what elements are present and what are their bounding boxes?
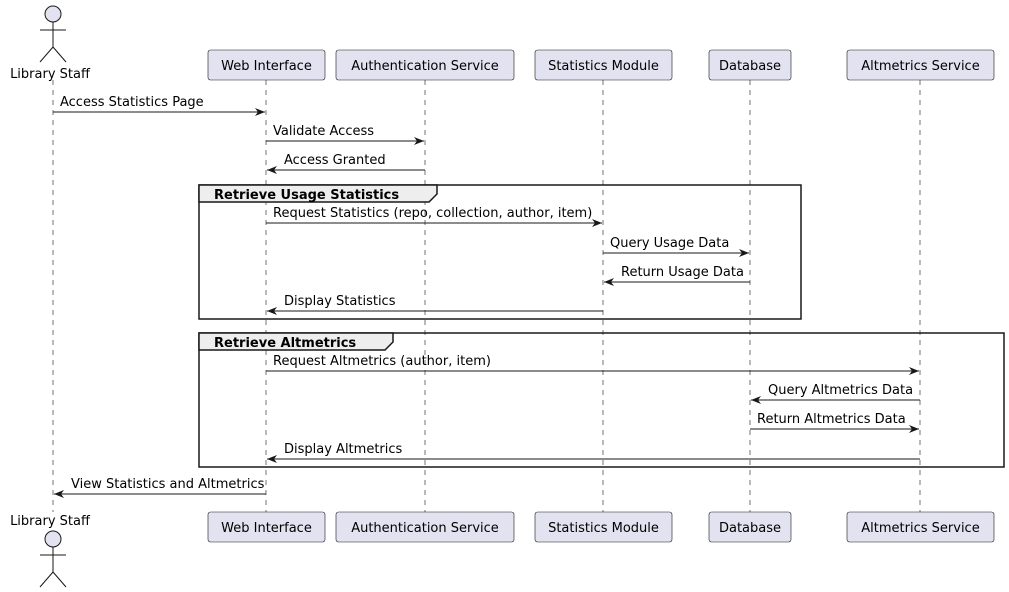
message-label: Request Altmetrics (author, item): [273, 354, 491, 369]
message-label: Display Altmetrics: [284, 442, 403, 457]
participant-stats-bottom: Statistics Module: [534, 511, 673, 543]
group-frame: [198, 184, 802, 320]
participant-label: Web Interface: [221, 521, 312, 536]
message-return-usage-data: Return Usage Data: [604, 265, 750, 286]
participant-label: Authentication Service: [351, 521, 499, 536]
participant-label: Statistics Module: [548, 59, 659, 74]
participant-web-bottom: Web Interface: [207, 511, 326, 543]
participant-box: [207, 511, 326, 543]
message-display-altmetrics: Display Altmetrics: [267, 442, 920, 463]
participant-label: Altmetrics Service: [861, 59, 979, 74]
participant-box: [335, 49, 515, 81]
message-label: Access Granted: [284, 153, 386, 168]
participant-label: Authentication Service: [351, 59, 499, 74]
message-label: Return Altmetrics Data: [757, 412, 906, 427]
actor-stick-figure-icon: [39, 530, 67, 588]
participant-db-bottom: Database: [708, 511, 792, 543]
group-header-tab: [198, 184, 438, 203]
participant-label: Web Interface: [221, 59, 312, 74]
participant-web-top: Web Interface: [207, 49, 326, 81]
participant-staff-top: Library Staff: [10, 5, 91, 82]
message-request-statistics-repo-collection-author-item: Request Statistics (repo, collection, au…: [266, 206, 602, 227]
message-request-altmetrics-author-item: Request Altmetrics (author, item): [266, 354, 919, 375]
group-title: Retrieve Altmetrics: [214, 336, 356, 351]
message-query-usage-data: Query Usage Data: [603, 236, 749, 257]
participant-box: [207, 49, 326, 81]
participant-alt-bottom: Altmetrics Service: [846, 511, 995, 543]
message-label: View Statistics and Altmetrics: [71, 477, 265, 492]
message-label: Display Statistics: [284, 294, 396, 309]
message-query-altmetrics-data: Query Altmetrics Data: [751, 383, 920, 404]
participant-db-top: Database: [708, 49, 792, 81]
group-header-tab: [198, 332, 394, 351]
participant-label: Altmetrics Service: [861, 521, 979, 536]
participant-label: Library Staff: [10, 67, 91, 82]
group-frame: [198, 332, 1005, 468]
participant-box: [534, 49, 673, 81]
participant-label: Database: [719, 59, 781, 74]
group-retrieve-usage-statistics: Retrieve Usage Statistics: [198, 184, 802, 320]
message-display-statistics: Display Statistics: [267, 294, 603, 315]
message-access-statistics-page: Access Statistics Page: [53, 95, 265, 116]
group-title: Retrieve Usage Statistics: [214, 188, 399, 203]
participant-auth-top: Authentication Service: [335, 49, 515, 81]
group-retrieve-altmetrics: Retrieve Altmetrics: [198, 332, 1005, 468]
participant-box: [708, 49, 792, 81]
message-label: Request Statistics (repo, collection, au…: [273, 206, 592, 221]
message-label: Access Statistics Page: [60, 95, 204, 110]
message-label: Query Altmetrics Data: [768, 383, 913, 398]
participant-box: [846, 511, 995, 543]
participant-staff-bottom: Library Staff: [10, 514, 91, 588]
participant-alt-top: Altmetrics Service: [846, 49, 995, 81]
participant-box: [846, 49, 995, 81]
message-view-statistics-and-altmetrics: View Statistics and Altmetrics: [54, 477, 266, 498]
participant-box: [708, 511, 792, 543]
actor-stick-figure-icon: [39, 5, 67, 63]
participant-label: Database: [719, 521, 781, 536]
message-label: Validate Access: [273, 124, 374, 139]
participant-box: [534, 511, 673, 543]
participant-box: [335, 511, 515, 543]
participant-auth-bottom: Authentication Service: [335, 511, 515, 543]
message-label: Query Usage Data: [610, 236, 729, 251]
message-return-altmetrics-data: Return Altmetrics Data: [750, 412, 919, 433]
message-label: Return Usage Data: [621, 265, 744, 280]
message-access-granted: Access Granted: [267, 153, 425, 174]
participant-label: Statistics Module: [548, 521, 659, 536]
message-validate-access: Validate Access: [266, 124, 424, 145]
participant-label: Library Staff: [10, 514, 91, 529]
participant-stats-top: Statistics Module: [534, 49, 673, 81]
